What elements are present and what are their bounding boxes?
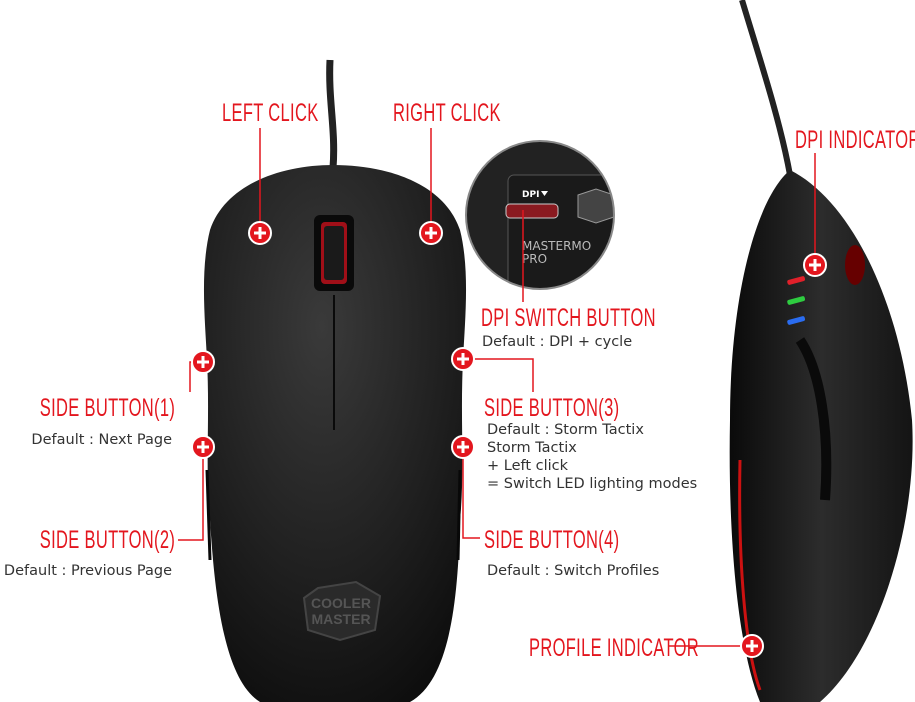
logo-badge: [302, 580, 382, 642]
label-side1: SIDE BUTTON(1): [39, 394, 175, 422]
label-dpi-switch: DPI SWITCH BUTTON: [481, 304, 656, 332]
desc-side3-line: Storm Tactix: [487, 440, 577, 456]
desc-side2: Default : Previous Page: [3, 563, 172, 579]
mouse-side-view: [729, 0, 913, 702]
inset-model-2: PRO: [522, 252, 547, 266]
plus-icon-side2: [191, 435, 215, 459]
mouse-top-view: COOLER MASTER: [203, 59, 467, 702]
mouse-body: [203, 165, 467, 702]
plus-icon-side4: [451, 435, 475, 459]
plus-icon-profile-indicator: [740, 634, 764, 658]
plus-icon-side1: [191, 350, 215, 374]
dpi-inset: DPI MASTERMO PRO: [466, 141, 614, 289]
inset-dpi-text: DPI: [522, 190, 539, 200]
mouse-cable: [326, 59, 338, 169]
desc-side3-line: = Switch LED lighting modes: [487, 476, 698, 492]
plus-icon-side3: [451, 347, 475, 371]
inset-model-1: MASTERMO: [522, 239, 591, 253]
desc-side4: Default : Switch Profiles: [487, 563, 660, 579]
plus-icon-dpi-indicator: [803, 253, 827, 277]
logo-text-2: MASTER: [311, 611, 370, 627]
plus-icon-right-click: [419, 221, 443, 245]
label-left-click: LEFT CLICK: [222, 99, 319, 127]
desc-dpi-switch: Default : DPI + cycle: [482, 334, 633, 350]
desc-side3-line: + Left click: [487, 458, 569, 474]
label-side3: SIDE BUTTON(3): [484, 394, 620, 422]
logo-text-1: COOLER: [311, 595, 371, 611]
label-dpi-indicator: DPI INDICATOR: [795, 126, 915, 154]
plus-icon-left-click: [248, 221, 272, 245]
label-side2: SIDE BUTTON(2): [39, 526, 175, 554]
desc-side1: Default : Next Page: [31, 432, 172, 448]
triangle-down-icon: [541, 191, 548, 196]
label-profile-indicator: PROFILE INDICATOR: [529, 634, 700, 662]
label-side4: SIDE BUTTON(4): [484, 526, 620, 554]
hotspots: [191, 221, 827, 658]
label-right-click: RIGHT CLICK: [393, 99, 501, 127]
desc-side3: Default : Storm Tactix Storm Tactix + Le…: [487, 421, 697, 493]
desc-side3-line: Default : Storm Tactix: [487, 422, 644, 438]
